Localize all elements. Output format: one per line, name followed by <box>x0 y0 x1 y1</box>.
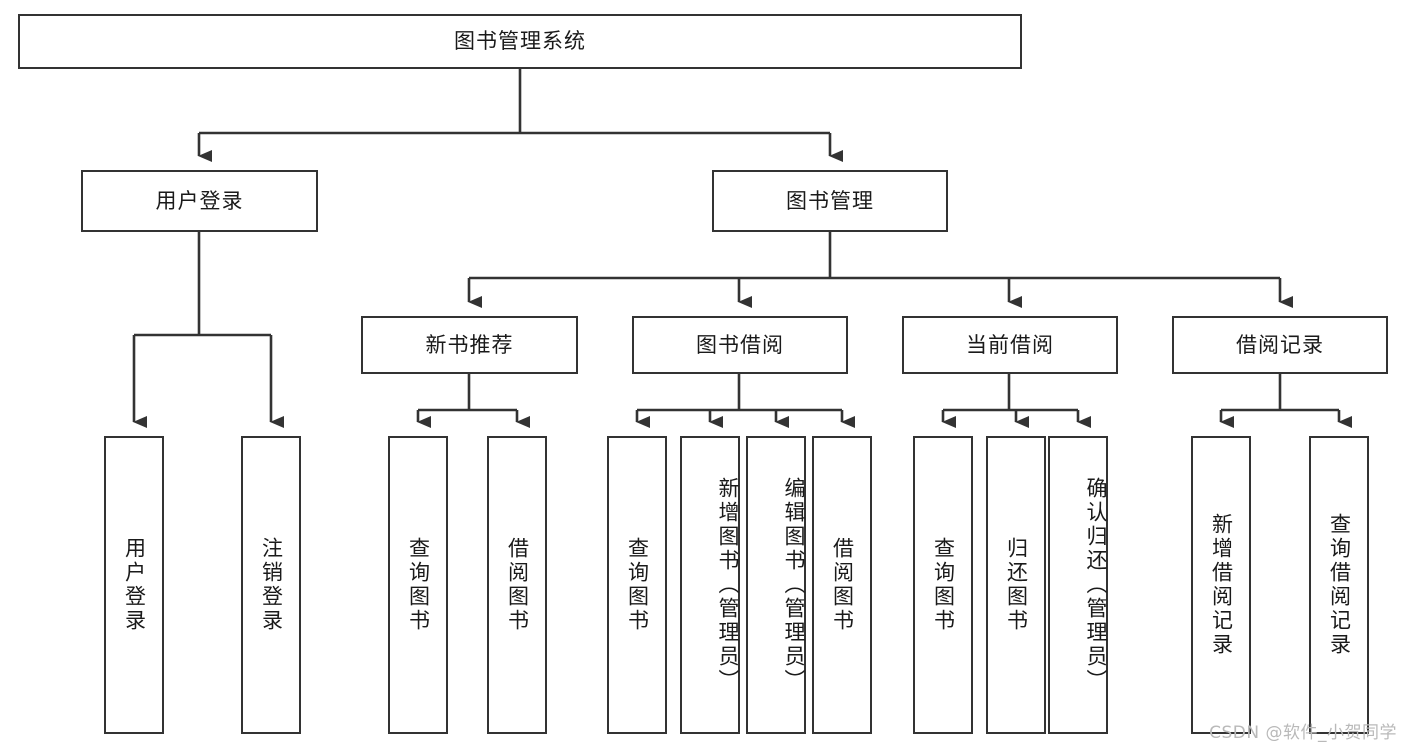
node-leaf-query-borrow-record[interactable]: 查询借阅记录 <box>1309 436 1369 734</box>
node-current-borrow-label: 当前借阅 <box>966 332 1054 357</box>
node-leaf-return-book-label: 归还图书 <box>1004 537 1029 633</box>
node-user-login-label: 用户登录 <box>155 188 244 213</box>
node-leaf-query-borrow-record-label: 查询借阅记录 <box>1327 513 1352 657</box>
node-book-borrow[interactable]: 图书借阅 <box>632 316 848 374</box>
node-root-label: 图书管理系统 <box>454 29 586 54</box>
node-book-borrow-label: 图书借阅 <box>696 332 784 357</box>
node-leaf-query-book-2[interactable]: 查询图书 <box>607 436 667 734</box>
node-leaf-query-book-1-label: 查询图书 <box>406 537 431 633</box>
node-leaf-user-login-label: 用户登录 <box>122 537 147 633</box>
node-current-borrow[interactable]: 当前借阅 <box>902 316 1118 374</box>
node-leaf-return-book[interactable]: 归还图书 <box>986 436 1046 734</box>
node-leaf-borrow-book-2-label: 借阅图书 <box>830 537 855 633</box>
node-leaf-borrow-book-2[interactable]: 借阅图书 <box>812 436 872 734</box>
node-leaf-add-borrow-record-label: 新增借阅记录 <box>1209 513 1234 657</box>
node-leaf-confirm-return-admin-label: 确认归还（管理员） <box>1084 477 1108 693</box>
node-leaf-add-borrow-record[interactable]: 新增借阅记录 <box>1191 436 1251 734</box>
node-leaf-logout[interactable]: 注销登录 <box>241 436 301 734</box>
node-book-management[interactable]: 图书管理 <box>712 170 948 232</box>
node-leaf-confirm-return-admin[interactable]: 确认归还（管理员） <box>1048 436 1108 734</box>
node-new-book-recommend-label: 新书推荐 <box>425 332 514 357</box>
node-leaf-edit-book-admin[interactable]: 编辑图书（管理员） <box>746 436 806 734</box>
node-leaf-logout-label: 注销登录 <box>259 537 284 633</box>
node-borrow-record-label: 借阅记录 <box>1236 332 1324 357</box>
node-leaf-query-book-2-label: 查询图书 <box>625 537 650 633</box>
node-leaf-add-book-admin[interactable]: 新增图书（管理员） <box>680 436 740 734</box>
node-leaf-user-login[interactable]: 用户登录 <box>104 436 164 734</box>
node-new-book-recommend[interactable]: 新书推荐 <box>361 316 578 374</box>
node-leaf-borrow-book-1-label: 借阅图书 <box>505 537 530 633</box>
node-borrow-record[interactable]: 借阅记录 <box>1172 316 1388 374</box>
node-leaf-borrow-book-1[interactable]: 借阅图书 <box>487 436 547 734</box>
node-leaf-add-book-admin-label: 新增图书（管理员） <box>716 477 740 693</box>
node-user-login[interactable]: 用户登录 <box>81 170 318 232</box>
watermark: CSDN @软件_小贺同学 <box>1209 723 1397 743</box>
node-leaf-query-book-1[interactable]: 查询图书 <box>388 436 448 734</box>
node-book-management-label: 图书管理 <box>786 188 874 213</box>
node-leaf-query-book-3-label: 查询图书 <box>931 537 956 633</box>
node-leaf-edit-book-admin-label: 编辑图书（管理员） <box>782 477 806 693</box>
node-leaf-query-book-3[interactable]: 查询图书 <box>913 436 973 734</box>
node-root[interactable]: 图书管理系统 <box>18 14 1022 69</box>
